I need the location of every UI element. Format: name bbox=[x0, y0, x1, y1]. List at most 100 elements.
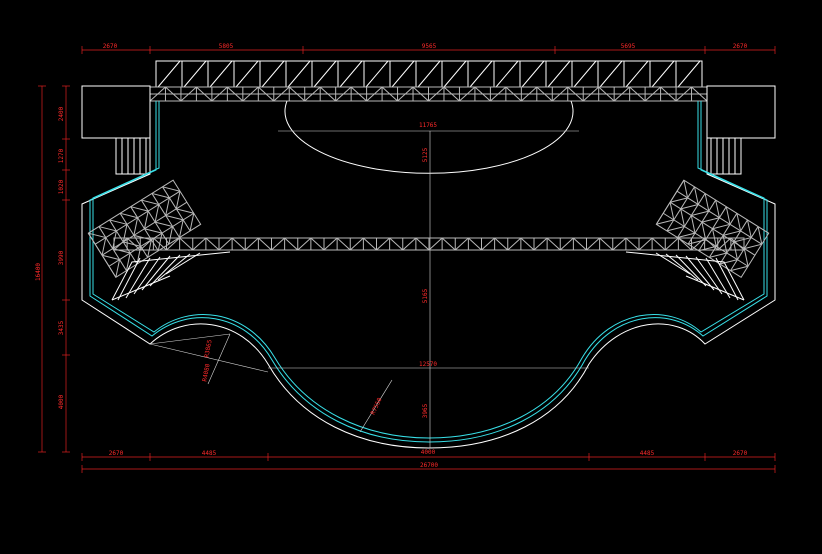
truss-diagonal bbox=[664, 237, 679, 251]
truss-diagonal bbox=[133, 234, 152, 241]
truss-diagonal bbox=[149, 86, 166, 102]
left-dim-2: 1270 bbox=[58, 148, 65, 163]
truss-diagonal bbox=[165, 197, 170, 216]
left-total-dim: 16400 bbox=[35, 263, 42, 281]
truss-diagonal bbox=[582, 86, 600, 102]
truss-diagonal bbox=[612, 237, 627, 251]
truss-diagonal bbox=[468, 237, 482, 251]
left-angled-truss bbox=[87, 179, 202, 278]
truss-diagonal bbox=[546, 237, 561, 251]
left-dim-5: 3435 bbox=[58, 320, 65, 335]
upper-height-dim: 5125 bbox=[422, 147, 429, 162]
top-dim-3: 9565 bbox=[422, 43, 437, 50]
truss-diagonal bbox=[494, 237, 509, 251]
truss-diagonal bbox=[638, 237, 653, 251]
truss-diagonal bbox=[183, 60, 207, 88]
truss-diagonal bbox=[287, 60, 311, 88]
truss-diagonal bbox=[227, 86, 244, 102]
truss-diagonal bbox=[675, 86, 692, 102]
top-dim-2: 5805 bbox=[219, 43, 234, 50]
truss-diagonal bbox=[428, 86, 445, 102]
truss-diagonal bbox=[363, 237, 377, 251]
truss-diagonal bbox=[189, 213, 195, 232]
left-wing bbox=[81, 85, 151, 175]
truss-diagonal bbox=[757, 226, 763, 245]
truss-diagonal bbox=[397, 86, 414, 102]
truss-diagonal bbox=[157, 60, 181, 88]
left-dim-1: 2400 bbox=[58, 106, 65, 121]
truss-diagonal bbox=[242, 86, 259, 102]
truss-diagonal bbox=[459, 86, 476, 102]
truss-diagonal bbox=[271, 237, 285, 251]
left-dim-4: 3990 bbox=[58, 250, 65, 265]
truss-diagonal bbox=[415, 237, 430, 251]
truss-diagonal bbox=[730, 265, 749, 272]
lower-dimensions: 12570 5165 3965 4000 R3865 R4080 R7550 bbox=[149, 288, 589, 456]
truss-diagonal bbox=[157, 233, 163, 251]
radius-arc: R7550 bbox=[370, 396, 384, 416]
truss-diagonal bbox=[722, 230, 741, 236]
truss-diagonal bbox=[691, 86, 708, 102]
truss-diagonal bbox=[613, 86, 630, 102]
truss-diagonal bbox=[693, 186, 699, 205]
truss-diagonal bbox=[709, 252, 727, 258]
truss-diagonal bbox=[698, 245, 717, 252]
truss-diagonal bbox=[629, 86, 646, 102]
truss-diagonal bbox=[688, 239, 706, 245]
truss-diagonal bbox=[474, 86, 491, 102]
truss-diagonal bbox=[88, 232, 106, 239]
truss-diagonal bbox=[109, 219, 128, 225]
bottom-dim-2: 4485 bbox=[202, 450, 217, 457]
truss-diagonal bbox=[376, 237, 390, 251]
truss-diagonal bbox=[154, 204, 160, 223]
truss-diagonal bbox=[402, 237, 417, 251]
truss-diagonal bbox=[683, 180, 689, 198]
truss-diagonal bbox=[481, 237, 495, 251]
truss-diagonal bbox=[715, 199, 720, 218]
right-angled-truss bbox=[655, 179, 770, 278]
truss-diagonal bbox=[304, 86, 321, 102]
truss-diagonal bbox=[166, 237, 180, 251]
truss-diagonal bbox=[284, 237, 299, 251]
lower-height-dim: 3965 bbox=[422, 403, 429, 418]
truss-diagonal bbox=[168, 226, 174, 245]
bottom-dim-3: 4485 bbox=[640, 450, 655, 457]
truss-diagonal bbox=[211, 86, 228, 102]
truss-diagonal bbox=[536, 86, 553, 102]
central-ellipse: 11765 5125 bbox=[278, 100, 579, 448]
truss-diagonal bbox=[443, 86, 460, 102]
truss-diagonal bbox=[389, 237, 404, 251]
truss-diagonal bbox=[192, 237, 207, 251]
truss-diagonal bbox=[365, 60, 389, 88]
bottom-total-dim: 26700 bbox=[420, 462, 438, 469]
truss-diagonal bbox=[559, 237, 574, 251]
truss-diagonal bbox=[231, 237, 246, 251]
truss-diagonal bbox=[244, 237, 259, 251]
truss-diagonal bbox=[151, 192, 170, 199]
truss-diagonal bbox=[412, 86, 429, 102]
radius-left-b: R4080 bbox=[202, 363, 212, 382]
truss-diagonal bbox=[98, 226, 117, 232]
left-dim-6: 4000 bbox=[58, 394, 65, 409]
truss-diagonal bbox=[469, 60, 493, 88]
bottom-mark-dim: 4000 bbox=[421, 449, 436, 456]
truss-diagonal bbox=[520, 237, 535, 251]
truss-diagonal bbox=[743, 248, 749, 267]
truss-diagonal bbox=[669, 202, 675, 220]
truss-diagonal bbox=[722, 235, 728, 254]
truss-diagonal bbox=[257, 86, 275, 102]
bottom-dimension-chain: 2670 4485 4485 2670 26700 bbox=[81, 450, 776, 473]
truss-diagonal bbox=[133, 217, 139, 236]
truss-diagonal bbox=[144, 228, 163, 234]
truss-diagonal bbox=[666, 226, 685, 232]
truss-diagonal bbox=[165, 214, 184, 221]
truss-diagonal bbox=[297, 237, 312, 251]
truss-diagonal bbox=[736, 213, 742, 232]
left-dimension-chain: 16400 2400 1270 1020 3990 3435 4000 bbox=[35, 85, 70, 453]
truss-diagonal bbox=[112, 248, 131, 254]
truss-diagonal bbox=[335, 86, 352, 102]
truss-diagonal bbox=[660, 86, 677, 102]
truss-diagonal bbox=[533, 237, 548, 251]
truss-diagonal bbox=[218, 237, 233, 251]
truss-diagonal bbox=[521, 60, 545, 88]
